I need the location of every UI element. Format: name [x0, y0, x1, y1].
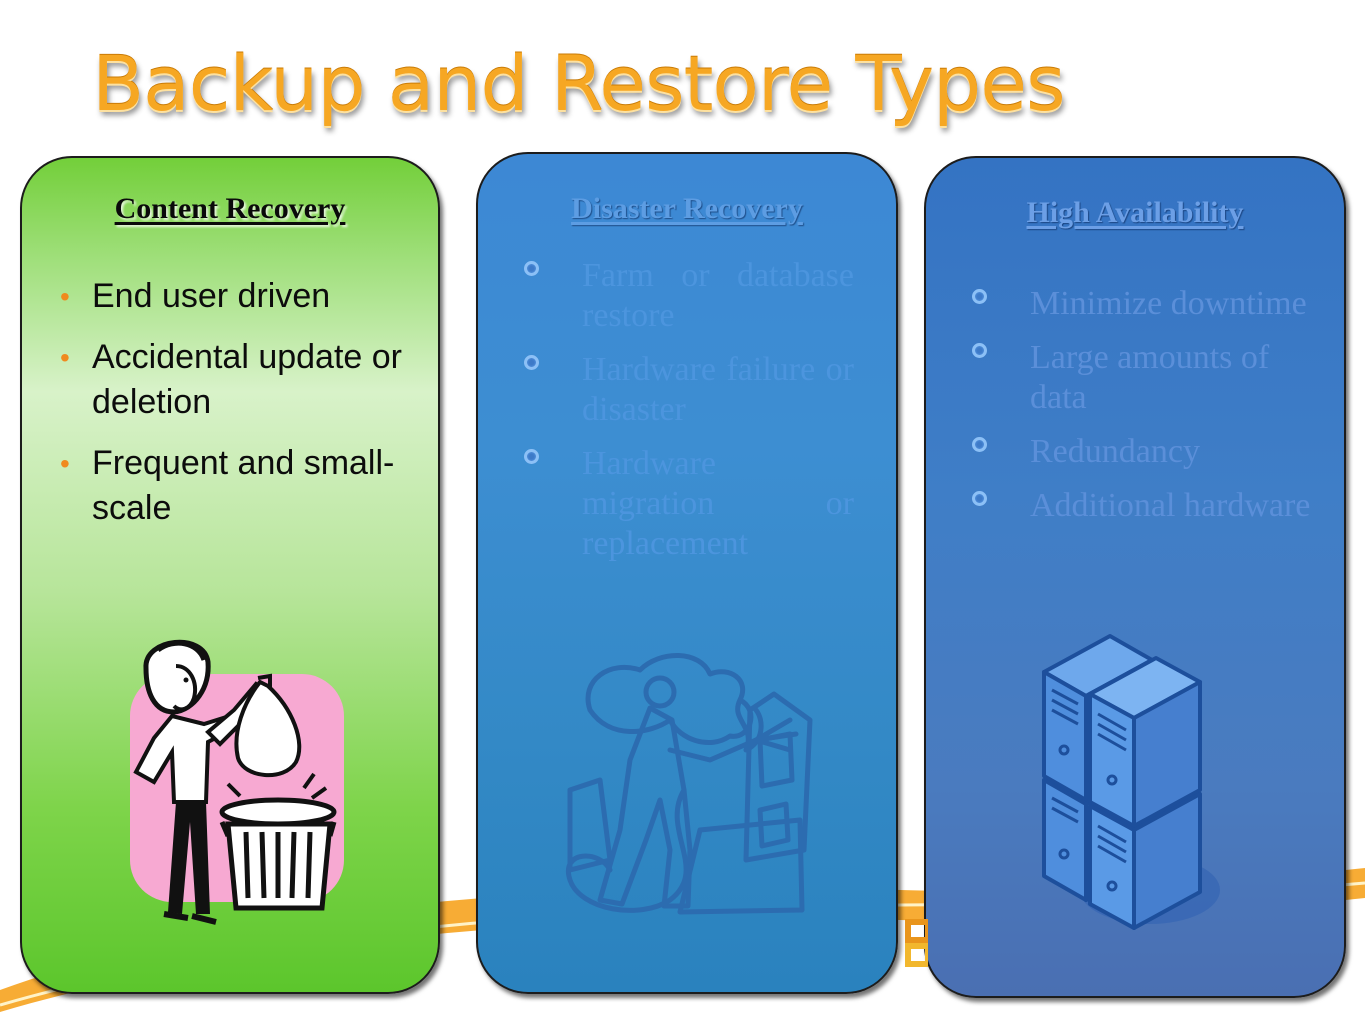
bullet-ring-icon — [524, 261, 539, 276]
bullet-item: Redundancy — [972, 432, 1312, 472]
bullet-dot-icon: • — [60, 342, 70, 373]
bullet-ring-icon — [972, 437, 987, 452]
bullet-item: Farm or database restore — [524, 256, 854, 336]
high-availability-bullets: Minimize downtime Large amounts of data … — [972, 284, 1312, 540]
bullet-item: •Frequent and small-scale — [60, 441, 420, 531]
bullet-ring-icon — [524, 449, 539, 464]
content-recovery-heading: Content Recovery — [114, 192, 346, 225]
woman-trash-bin-clipart — [130, 639, 344, 925]
office-logo-icon — [905, 919, 928, 967]
bullet-item: Minimize downtime — [972, 284, 1312, 324]
bullet-dot-icon: • — [60, 281, 70, 312]
bullet-item: Large amounts of data — [972, 338, 1312, 418]
disaster-recovery-heading: Disaster Recovery — [571, 192, 803, 225]
disaster-recovery-panel: Disaster Recovery Farm or database resto… — [476, 152, 898, 994]
server-stack-icon — [1042, 634, 1220, 930]
content-recovery-bullets: •End user driven •Accidental update or d… — [60, 274, 420, 547]
firefighter-hose-clipart — [565, 653, 813, 915]
bullet-item: Hardware failure or disaster — [524, 350, 854, 430]
bullet-ring-icon — [972, 343, 987, 358]
bullet-item: Hardware migration or replacement — [524, 444, 854, 564]
bullet-item: •End user driven — [60, 274, 420, 319]
slide-title: Backup and Restore Types — [92, 39, 1066, 128]
high-availability-heading: High Availability — [1026, 196, 1244, 229]
bullet-ring-icon — [972, 491, 987, 506]
bullet-item: •Accidental update or deletion — [60, 335, 420, 425]
disaster-recovery-bullets: Farm or database restore Hardware failur… — [524, 256, 854, 578]
bullet-dot-icon: • — [60, 448, 70, 479]
bullet-ring-icon — [524, 355, 539, 370]
bullet-item: Additional hardware — [972, 486, 1312, 526]
bullet-ring-icon — [972, 289, 987, 304]
